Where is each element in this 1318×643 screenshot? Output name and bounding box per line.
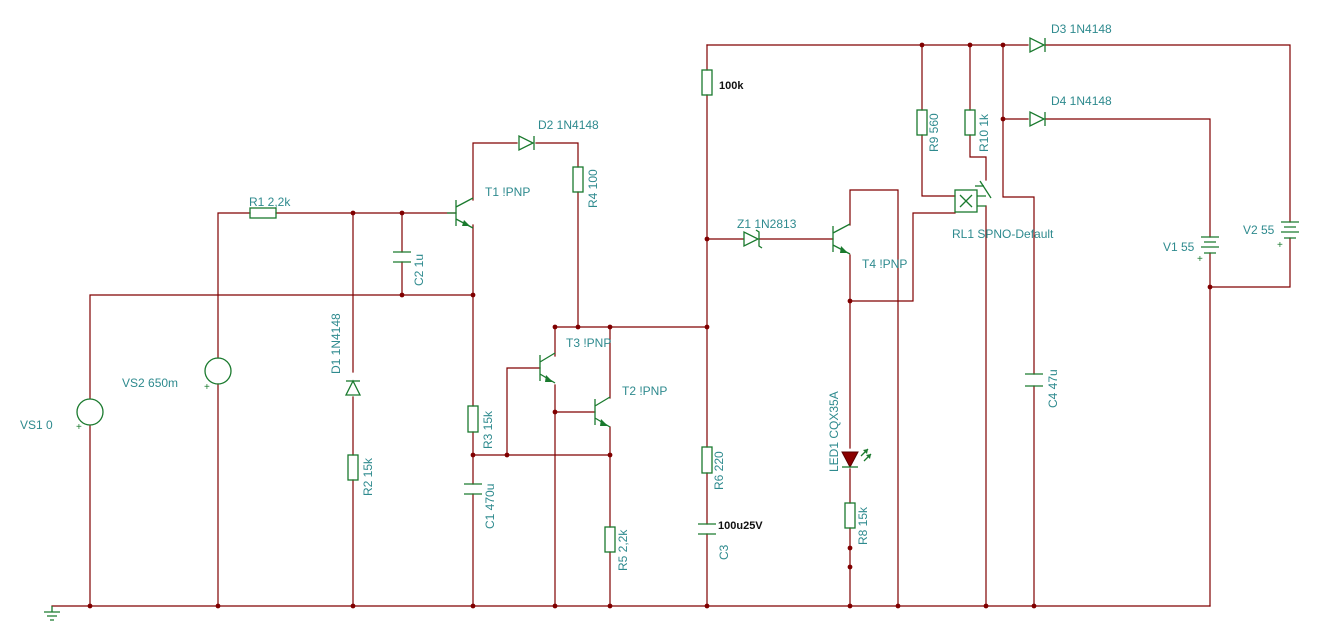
t2-transistor[interactable] xyxy=(594,396,611,428)
v1-label: V1 55 xyxy=(1163,240,1195,254)
r1-resistor[interactable] xyxy=(249,207,277,219)
r9-resistor[interactable] xyxy=(916,109,928,136)
d1-diode[interactable] xyxy=(344,379,362,396)
rl1-relay[interactable] xyxy=(954,180,992,213)
r5-resistor[interactable] xyxy=(604,526,616,553)
r10-label: R10 1k xyxy=(977,113,991,152)
r8-resistor[interactable] xyxy=(844,502,856,529)
r4-label: R4 100 xyxy=(586,169,600,208)
v1-plus-sign: + xyxy=(1197,254,1203,265)
t3-label: T3 !PNP xyxy=(566,336,611,350)
z1-label: Z1 1N2813 xyxy=(737,217,797,231)
r3-resistor[interactable] xyxy=(467,405,479,433)
r6-resistor[interactable] xyxy=(701,446,713,474)
vs1-voltage-source[interactable]: + xyxy=(76,398,104,433)
c3-label: C3 xyxy=(717,544,731,560)
d2-label: D2 1N4148 xyxy=(538,118,599,132)
c4-label: C4 47u xyxy=(1046,369,1060,408)
t4-transistor[interactable] xyxy=(832,223,851,255)
vs2-label: VS2 650m xyxy=(122,376,178,390)
r2-label: R2 15k xyxy=(361,457,375,496)
c3-capacitor[interactable] xyxy=(698,523,716,535)
v2-label: V2 55 xyxy=(1243,223,1275,237)
junction-dots xyxy=(87,42,1213,609)
vs1-plus-sign: + xyxy=(76,422,82,433)
v1-battery[interactable]: + xyxy=(1197,236,1219,265)
d1-label: D1 1N4148 xyxy=(329,313,343,374)
r8-label: R8 15k xyxy=(856,506,870,545)
r4-resistor[interactable] xyxy=(572,166,584,193)
r5-label: R5 2,2k xyxy=(616,529,630,571)
t1-label: T1 !PNP xyxy=(485,185,530,199)
c2-label: C2 1u xyxy=(412,254,426,286)
d4-label: D4 1N4148 xyxy=(1051,94,1112,108)
d3-diode[interactable] xyxy=(1029,36,1046,54)
d2-diode[interactable] xyxy=(518,134,535,152)
r9-label: R9 560 xyxy=(927,113,941,152)
vs2-plus-sign: + xyxy=(204,382,210,393)
r1-label: R1 2,2k xyxy=(249,195,291,209)
r3-label: R3 15k xyxy=(481,410,495,449)
c3-value-label: 100u25V xyxy=(718,520,763,532)
c1-label: C1 470u xyxy=(483,484,497,529)
c4-capacitor[interactable] xyxy=(1025,373,1043,387)
r6-label: R6 220 xyxy=(712,451,726,490)
v2-battery[interactable]: + xyxy=(1277,221,1299,251)
t2-label: T2 !PNP xyxy=(622,384,667,398)
c1-capacitor[interactable] xyxy=(464,483,482,495)
t3-transistor[interactable] xyxy=(539,352,556,384)
r10-resistor[interactable] xyxy=(964,109,976,136)
r-100k-resistor[interactable] xyxy=(701,69,713,96)
ground-symbol xyxy=(44,606,60,621)
vs2-voltage-source[interactable]: + xyxy=(204,357,232,393)
vs1-label: VS1 0 xyxy=(20,418,53,432)
r2-resistor[interactable] xyxy=(347,454,359,481)
led1-led[interactable] xyxy=(841,448,872,469)
v2-plus-sign: + xyxy=(1277,240,1283,251)
wires xyxy=(51,44,1291,607)
c2-capacitor[interactable] xyxy=(393,251,411,263)
rl1-label: RL1 SPNO-Default xyxy=(952,227,1054,241)
t1-transistor[interactable] xyxy=(447,197,474,229)
d3-label: D3 1N4148 xyxy=(1051,22,1112,36)
d4-diode[interactable] xyxy=(1029,110,1046,128)
r-100k-label: 100k xyxy=(719,80,744,92)
t4-label: T4 !PNP xyxy=(862,257,907,271)
z1-zener-diode[interactable] xyxy=(743,229,763,249)
led1-label: LED1 CQX35A xyxy=(827,391,841,472)
